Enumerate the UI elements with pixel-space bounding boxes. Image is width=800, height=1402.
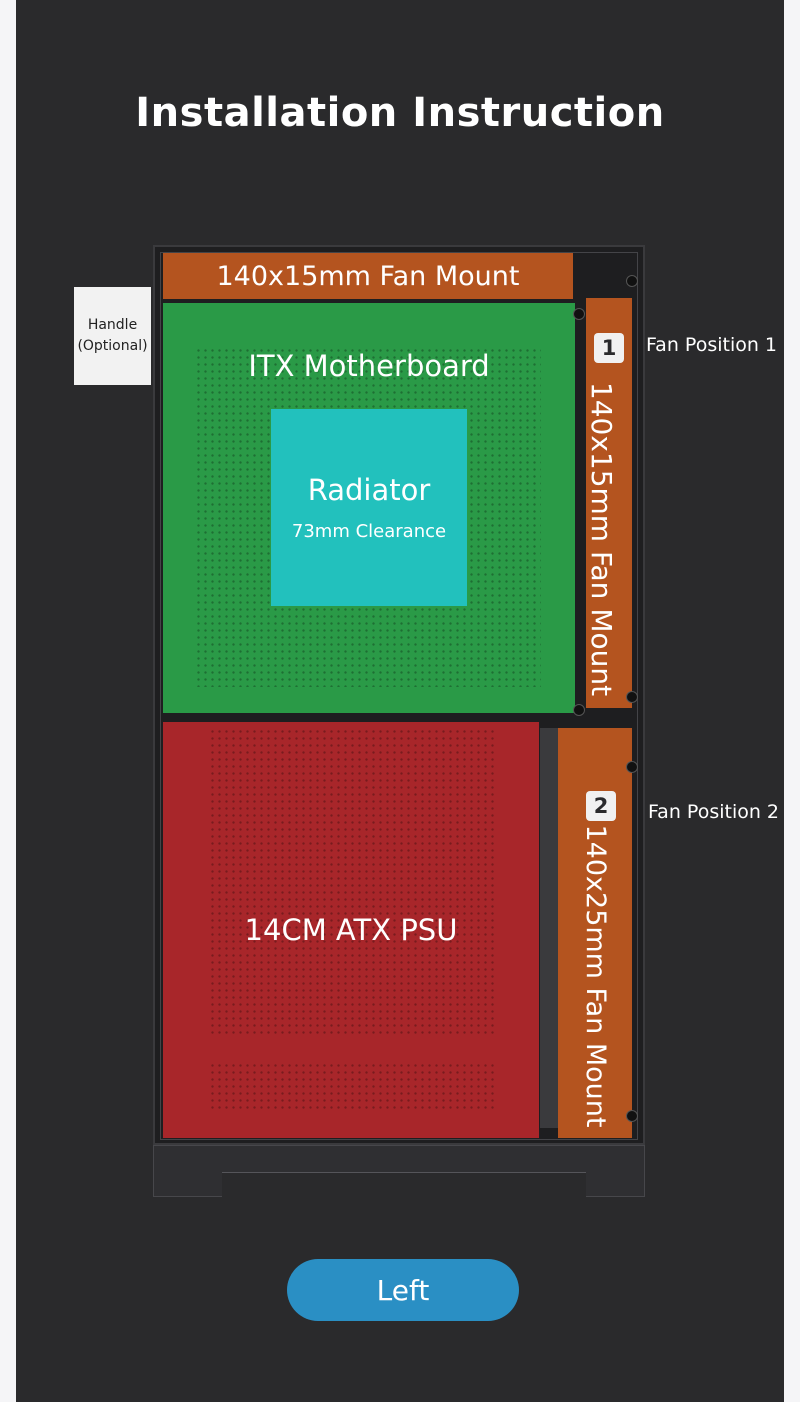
radiator-label: Radiator (307, 473, 431, 507)
psu-zone: 14CM ATX PSU (163, 722, 539, 1138)
psu-label: 14CM ATX PSU (244, 913, 458, 947)
case-side-rail (540, 728, 558, 1128)
radiator-clearance-label: 73mm Clearance (291, 521, 447, 542)
screw-icon (573, 704, 585, 716)
handle-optional-label: (Optional) (77, 338, 148, 354)
screw-icon (626, 691, 638, 703)
radiator-zone: Radiator 73mm Clearance (271, 409, 467, 606)
screw-icon (626, 761, 638, 773)
fan-position-1-label: Fan Position 1 (646, 334, 778, 356)
motherboard-zone: ITX Motherboard (163, 303, 575, 713)
top-fan-mount-label: 140x15mm Fan Mount (216, 260, 520, 292)
side-fan-mount-1-zone (586, 298, 632, 708)
psu-vent (209, 1062, 495, 1110)
fan-position-2-label: Fan Position 2 (648, 801, 780, 823)
psu-mesh (209, 728, 495, 1038)
fan-position-2-badge: 2 (586, 791, 616, 821)
screw-icon (573, 308, 585, 320)
screw-icon (626, 1110, 638, 1122)
side-fan-mount-1-label: 140x15mm Fan Mount (585, 381, 618, 697)
motherboard-label: ITX Motherboard (248, 349, 490, 383)
case-foot-cutout (222, 1172, 586, 1199)
fan-position-1-badge: 1 (594, 333, 624, 363)
handle-label: Handle (87, 317, 138, 333)
left-view-button[interactable]: Left (287, 1259, 519, 1321)
screw-icon (626, 275, 638, 287)
page-title: Installation Instruction (135, 90, 665, 136)
handle-callout: Handle (Optional) (74, 287, 151, 385)
side-fan-mount-2-label: 140x25mm Fan Mount (580, 824, 611, 1128)
top-fan-mount-zone: 140x15mm Fan Mount (163, 253, 573, 299)
